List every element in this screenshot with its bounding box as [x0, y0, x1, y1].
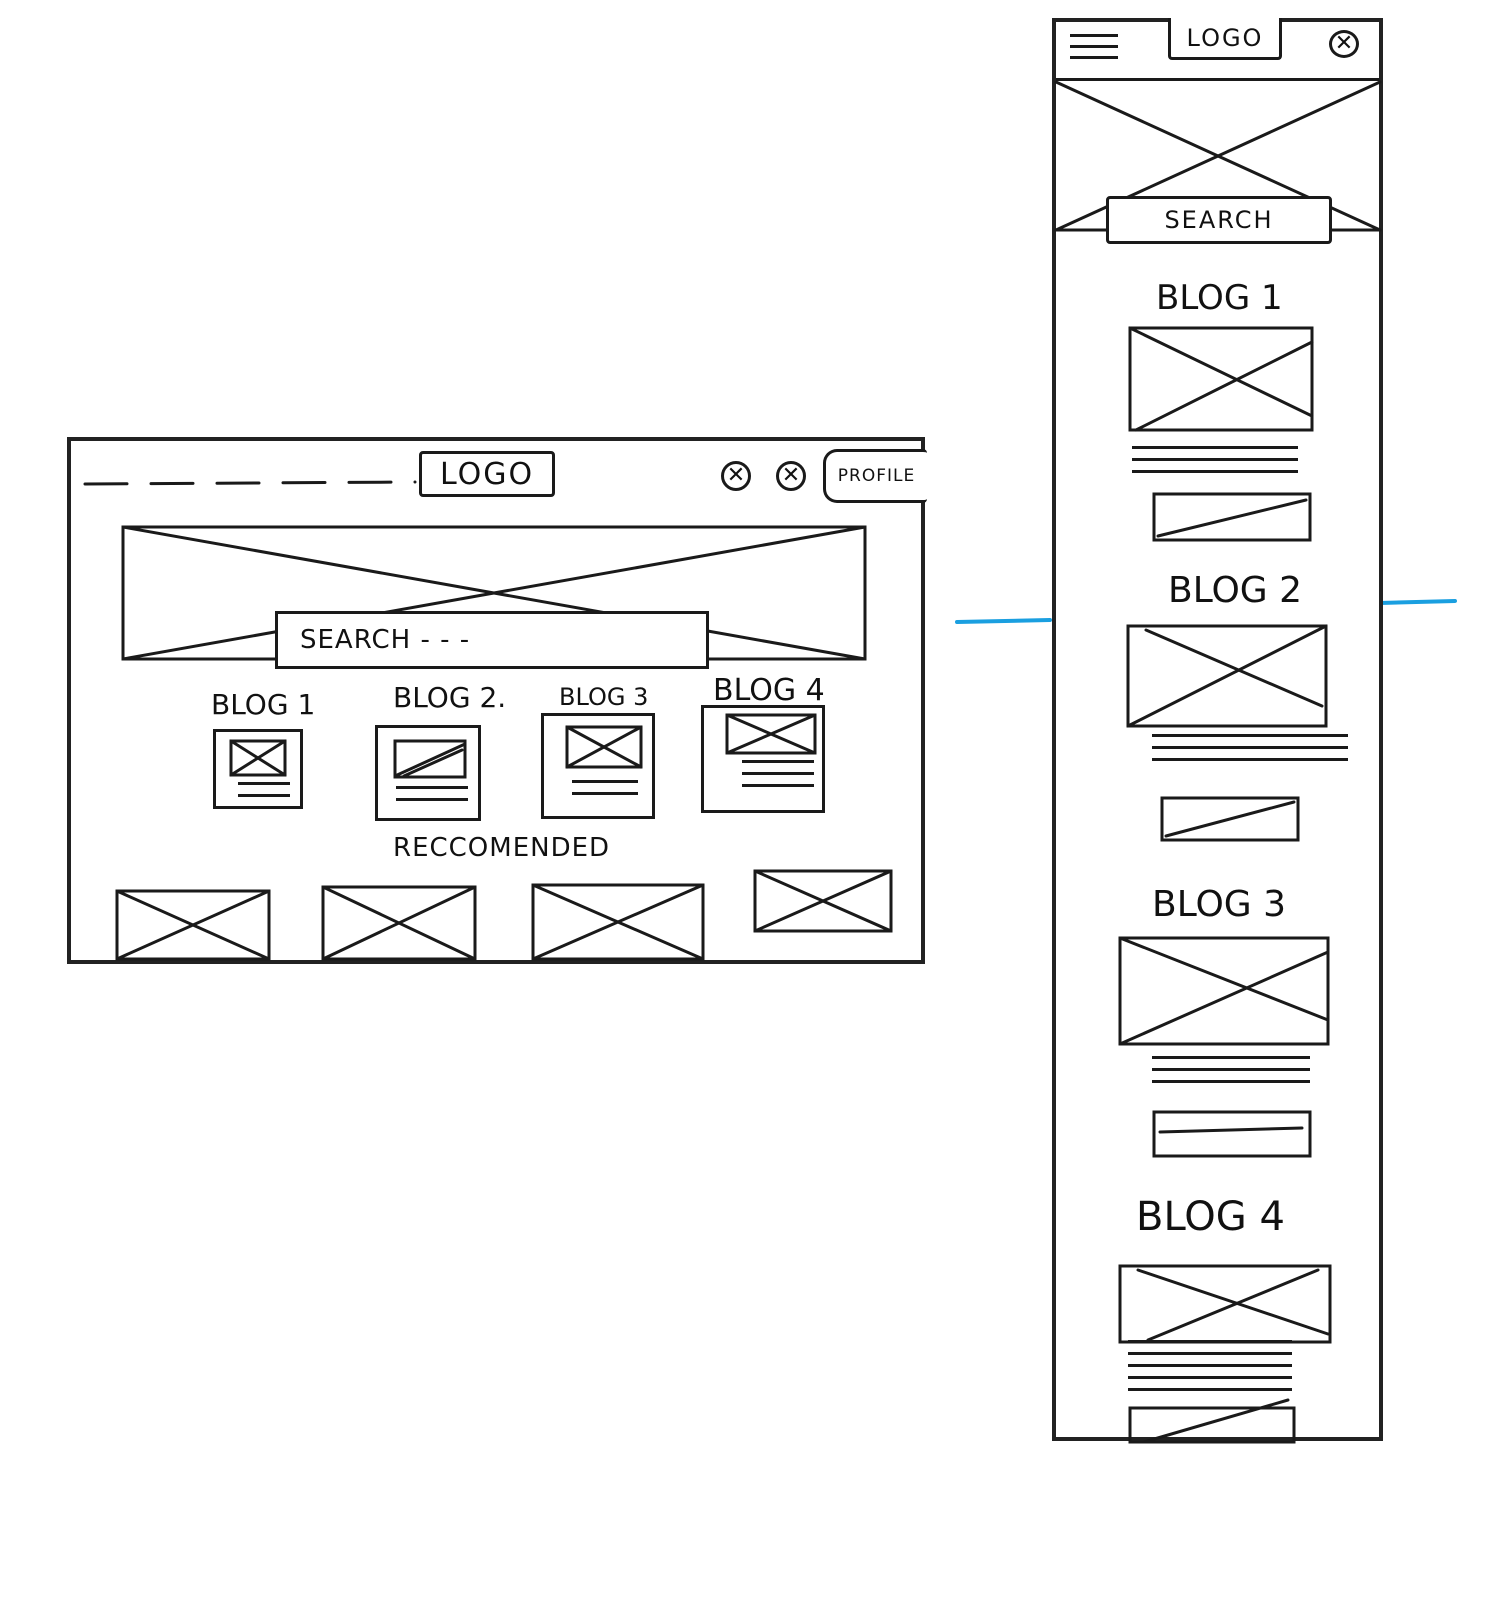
close-circle-icon[interactable]: ✕: [721, 461, 751, 491]
desktop-blog-3-image-placeholder: [565, 725, 643, 769]
mobile-blog-4-title: BLOG 4: [1136, 1194, 1285, 1240]
mobile-logo[interactable]: LOGO: [1168, 18, 1282, 60]
desktop-blog-4-title: BLOG 4: [713, 673, 825, 708]
desktop-blog-card-2[interactable]: [375, 725, 481, 821]
desktop-blog-1-image-placeholder: [229, 739, 287, 777]
desktop-wireframe: LOGO ✕ ✕ PROFILE SEARCH - - - BLOG 1 BLO…: [67, 437, 927, 964]
mobile-blog-1-button-placeholder[interactable]: [1152, 492, 1312, 542]
mobile-blog-3-button-placeholder[interactable]: [1152, 1106, 1312, 1160]
mobile-search-bar[interactable]: SEARCH: [1106, 196, 1332, 244]
desktop-recommended-2-placeholder[interactable]: [321, 885, 477, 961]
desktop-recommended-4-placeholder[interactable]: [753, 869, 893, 933]
desktop-recommended-title: RECCOMENDED: [393, 833, 611, 863]
desktop-blog-2-image-placeholder: [393, 739, 467, 779]
mobile-blog-2-button-placeholder[interactable]: [1160, 792, 1300, 844]
desktop-blog-3-text-lines: [572, 780, 638, 804]
menu-icon[interactable]: [1070, 34, 1118, 67]
desktop-search-bar[interactable]: SEARCH - - -: [275, 611, 709, 669]
desktop-blog-2-text-lines: [396, 786, 468, 810]
mobile-blog-4-button-placeholder[interactable]: [1128, 1396, 1298, 1444]
desktop-blog-2-title: BLOG 2.: [393, 681, 507, 714]
mobile-blog-2-title: BLOG 2: [1168, 570, 1303, 611]
desktop-recommended-1-placeholder[interactable]: [115, 889, 271, 961]
mobile-blog-1-title: BLOG 1: [1156, 278, 1283, 318]
desktop-blog-4-text-lines: [742, 760, 814, 796]
desktop-logo[interactable]: LOGO: [419, 451, 555, 497]
close-circle-icon[interactable]: ✕: [1329, 30, 1359, 58]
desktop-blog-1-text-lines: [238, 782, 290, 806]
desktop-blog-card-4[interactable]: [701, 705, 825, 813]
mobile-blog-1-image-placeholder[interactable]: [1128, 326, 1314, 432]
desktop-blog-1-title: BLOG 1: [211, 688, 316, 721]
desktop-blog-3-title: BLOG 3: [559, 683, 649, 711]
mobile-blog-1-text-lines: [1132, 446, 1298, 482]
mobile-blog-4-image-placeholder[interactable]: [1118, 1264, 1332, 1344]
mobile-header-divider: [1056, 78, 1379, 81]
mobile-blog-3-title: BLOG 3: [1152, 884, 1287, 925]
mobile-blog-4-text-lines: [1128, 1340, 1292, 1400]
desktop-profile-button[interactable]: PROFILE: [823, 449, 927, 503]
mobile-blog-3-image-placeholder[interactable]: [1118, 936, 1330, 1046]
desktop-blog-card-1[interactable]: [213, 729, 303, 809]
mobile-wireframe: LOGO ✕ SEARCH BLOG 1 BLOG 2 BLOG 3: [1052, 18, 1383, 1444]
desktop-nav-dashed-line: [83, 480, 417, 486]
mobile-blog-3-text-lines: [1152, 1056, 1310, 1092]
close-circle-icon[interactable]: ✕: [776, 461, 806, 491]
mobile-blog-2-text-lines: [1152, 734, 1348, 770]
desktop-blog-card-3[interactable]: [541, 713, 655, 819]
desktop-blog-4-image-placeholder: [725, 713, 817, 755]
desktop-recommended-3-placeholder[interactable]: [531, 883, 705, 961]
mobile-blog-2-image-placeholder[interactable]: [1126, 624, 1328, 728]
